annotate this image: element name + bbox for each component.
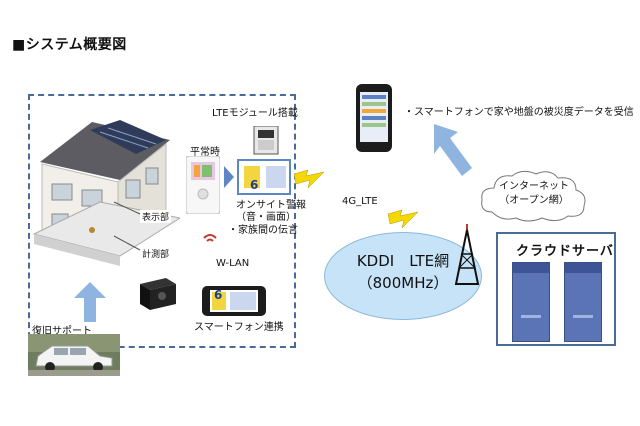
server-rack-icon xyxy=(512,262,550,342)
smartphone-receive-note: ・スマートフォンで家や地盤の被災度データを受信 xyxy=(404,107,634,118)
meter-unit-label: 計測部 xyxy=(140,247,172,260)
house-illustration xyxy=(32,120,180,266)
kddi-network-name: KDDI LTE網 xyxy=(356,252,450,270)
display-panel-device xyxy=(186,156,220,214)
recovery-support-label: 復旧サポート xyxy=(32,326,92,337)
smartphone-image xyxy=(356,84,392,152)
kddi-network-label: KDDI LTE網 （800MHz） xyxy=(324,250,482,294)
onsite-alert-label: オンサイト警報 xyxy=(236,200,306,211)
lightning-bolt-icon xyxy=(388,209,419,229)
lightning-bolt-icon xyxy=(294,169,325,189)
antenna-tower-icon xyxy=(454,224,480,285)
display-unit-label: 表示部 xyxy=(140,210,172,223)
internet-cloud-shape xyxy=(481,170,586,222)
smartphone-screen-content xyxy=(362,95,386,127)
internet-label: インターネット xyxy=(499,181,569,192)
wifi-icon xyxy=(203,234,217,242)
smartphone-screen-number: 6 xyxy=(214,288,223,302)
normal-time-label: 平常時 xyxy=(190,147,220,158)
onsite-alert-sub-label: （音・画面） xyxy=(236,212,296,223)
kddi-network-ellipse xyxy=(324,232,482,320)
server-rack-icon xyxy=(564,262,602,342)
service-car-image xyxy=(28,334,120,376)
gateway-unit-image xyxy=(140,278,176,310)
lte-link-label: 4G_LTE xyxy=(342,196,378,207)
lte-module-label: LTEモジュール搭載 xyxy=(212,108,298,119)
cloud-server-label: クラウドサーバ xyxy=(516,244,614,259)
open-network-label: （オープン網） xyxy=(499,195,569,206)
house-system-box xyxy=(28,94,296,348)
kddi-network-frequency: （800MHz） xyxy=(357,274,449,292)
recovery-arrow-icon xyxy=(74,282,106,322)
family-message-label: ・家族間の伝言 xyxy=(228,225,298,236)
wlan-label: W-LAN xyxy=(216,258,250,269)
smartphone-landscape-image xyxy=(202,286,266,316)
alert-screen-number: 6 xyxy=(250,178,259,192)
internet-cloud-label: インターネット （オープン網） xyxy=(478,180,590,208)
pointer-triangle-icon xyxy=(224,166,234,188)
upload-arrow-icon xyxy=(434,124,472,176)
lte-module-device xyxy=(237,126,291,195)
callout-lines xyxy=(113,201,141,251)
smartphone-link-label: スマートフォン連携 xyxy=(194,322,284,333)
diagram-title: ■システム概要図 xyxy=(12,37,127,53)
